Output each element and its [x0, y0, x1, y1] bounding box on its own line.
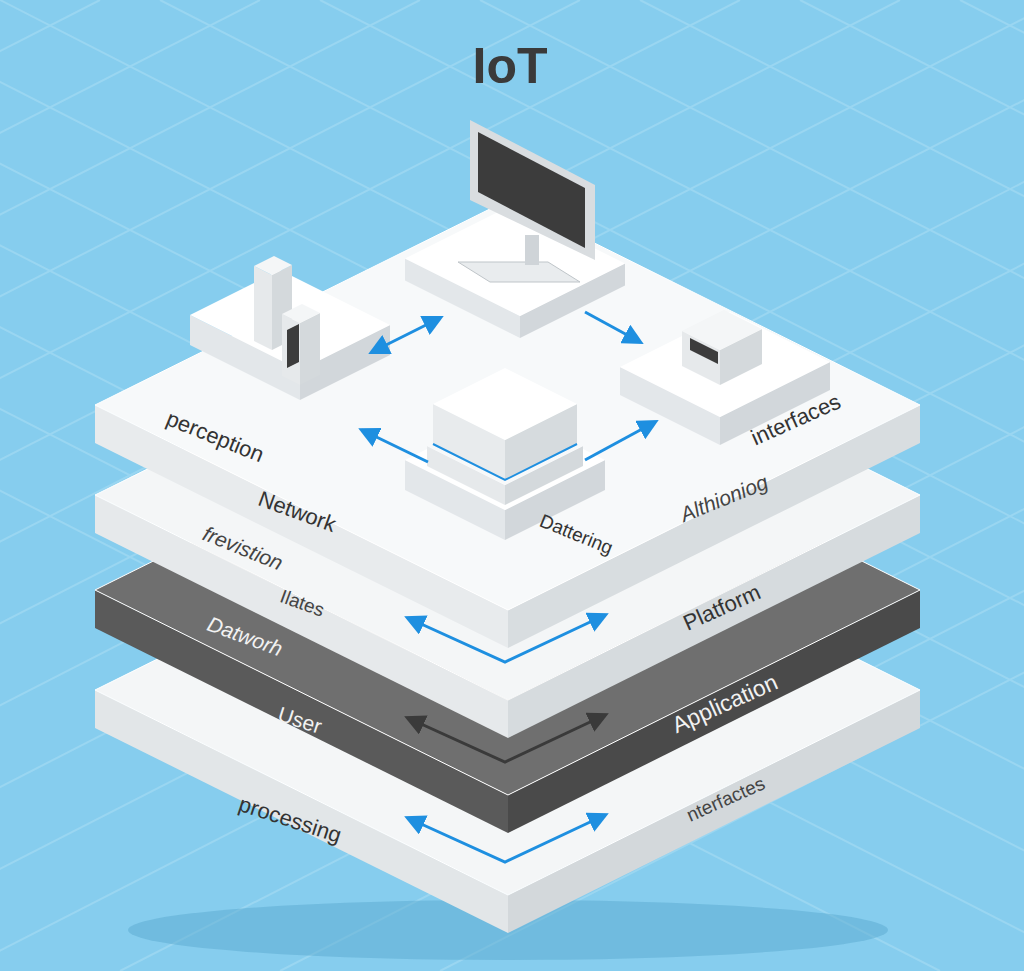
layer-slab	[95, 200, 920, 648]
box-face	[433, 368, 577, 440]
flow-arrow	[408, 615, 605, 662]
box-face	[254, 266, 272, 350]
box-face	[254, 256, 292, 275]
computer-icon	[405, 120, 625, 338]
sensor-device-icon	[190, 256, 390, 400]
slab-top	[95, 200, 920, 610]
keyboard	[458, 262, 580, 282]
flow-arrow	[372, 318, 440, 352]
layer-slabs	[95, 200, 920, 933]
grid-line	[960, 0, 1024, 971]
box-face	[300, 313, 320, 385]
box-face	[282, 314, 300, 385]
device-screen	[287, 324, 299, 368]
monitor-stand	[525, 235, 539, 265]
server-stack-icon	[405, 368, 605, 540]
flow-arrow	[408, 715, 605, 762]
grid-line	[0, 0, 940, 971]
flow-arrow	[585, 312, 640, 342]
diagram-title: IoT	[473, 39, 548, 94]
flow-arrow	[362, 430, 428, 462]
flow-arrow	[408, 815, 605, 862]
monitor-screen	[478, 132, 585, 248]
flow-arrow	[585, 422, 655, 460]
flow-arrows	[362, 312, 655, 862]
box-face	[282, 304, 320, 323]
device-display	[690, 338, 718, 364]
device-icons	[190, 120, 830, 540]
accent-line	[433, 444, 577, 480]
